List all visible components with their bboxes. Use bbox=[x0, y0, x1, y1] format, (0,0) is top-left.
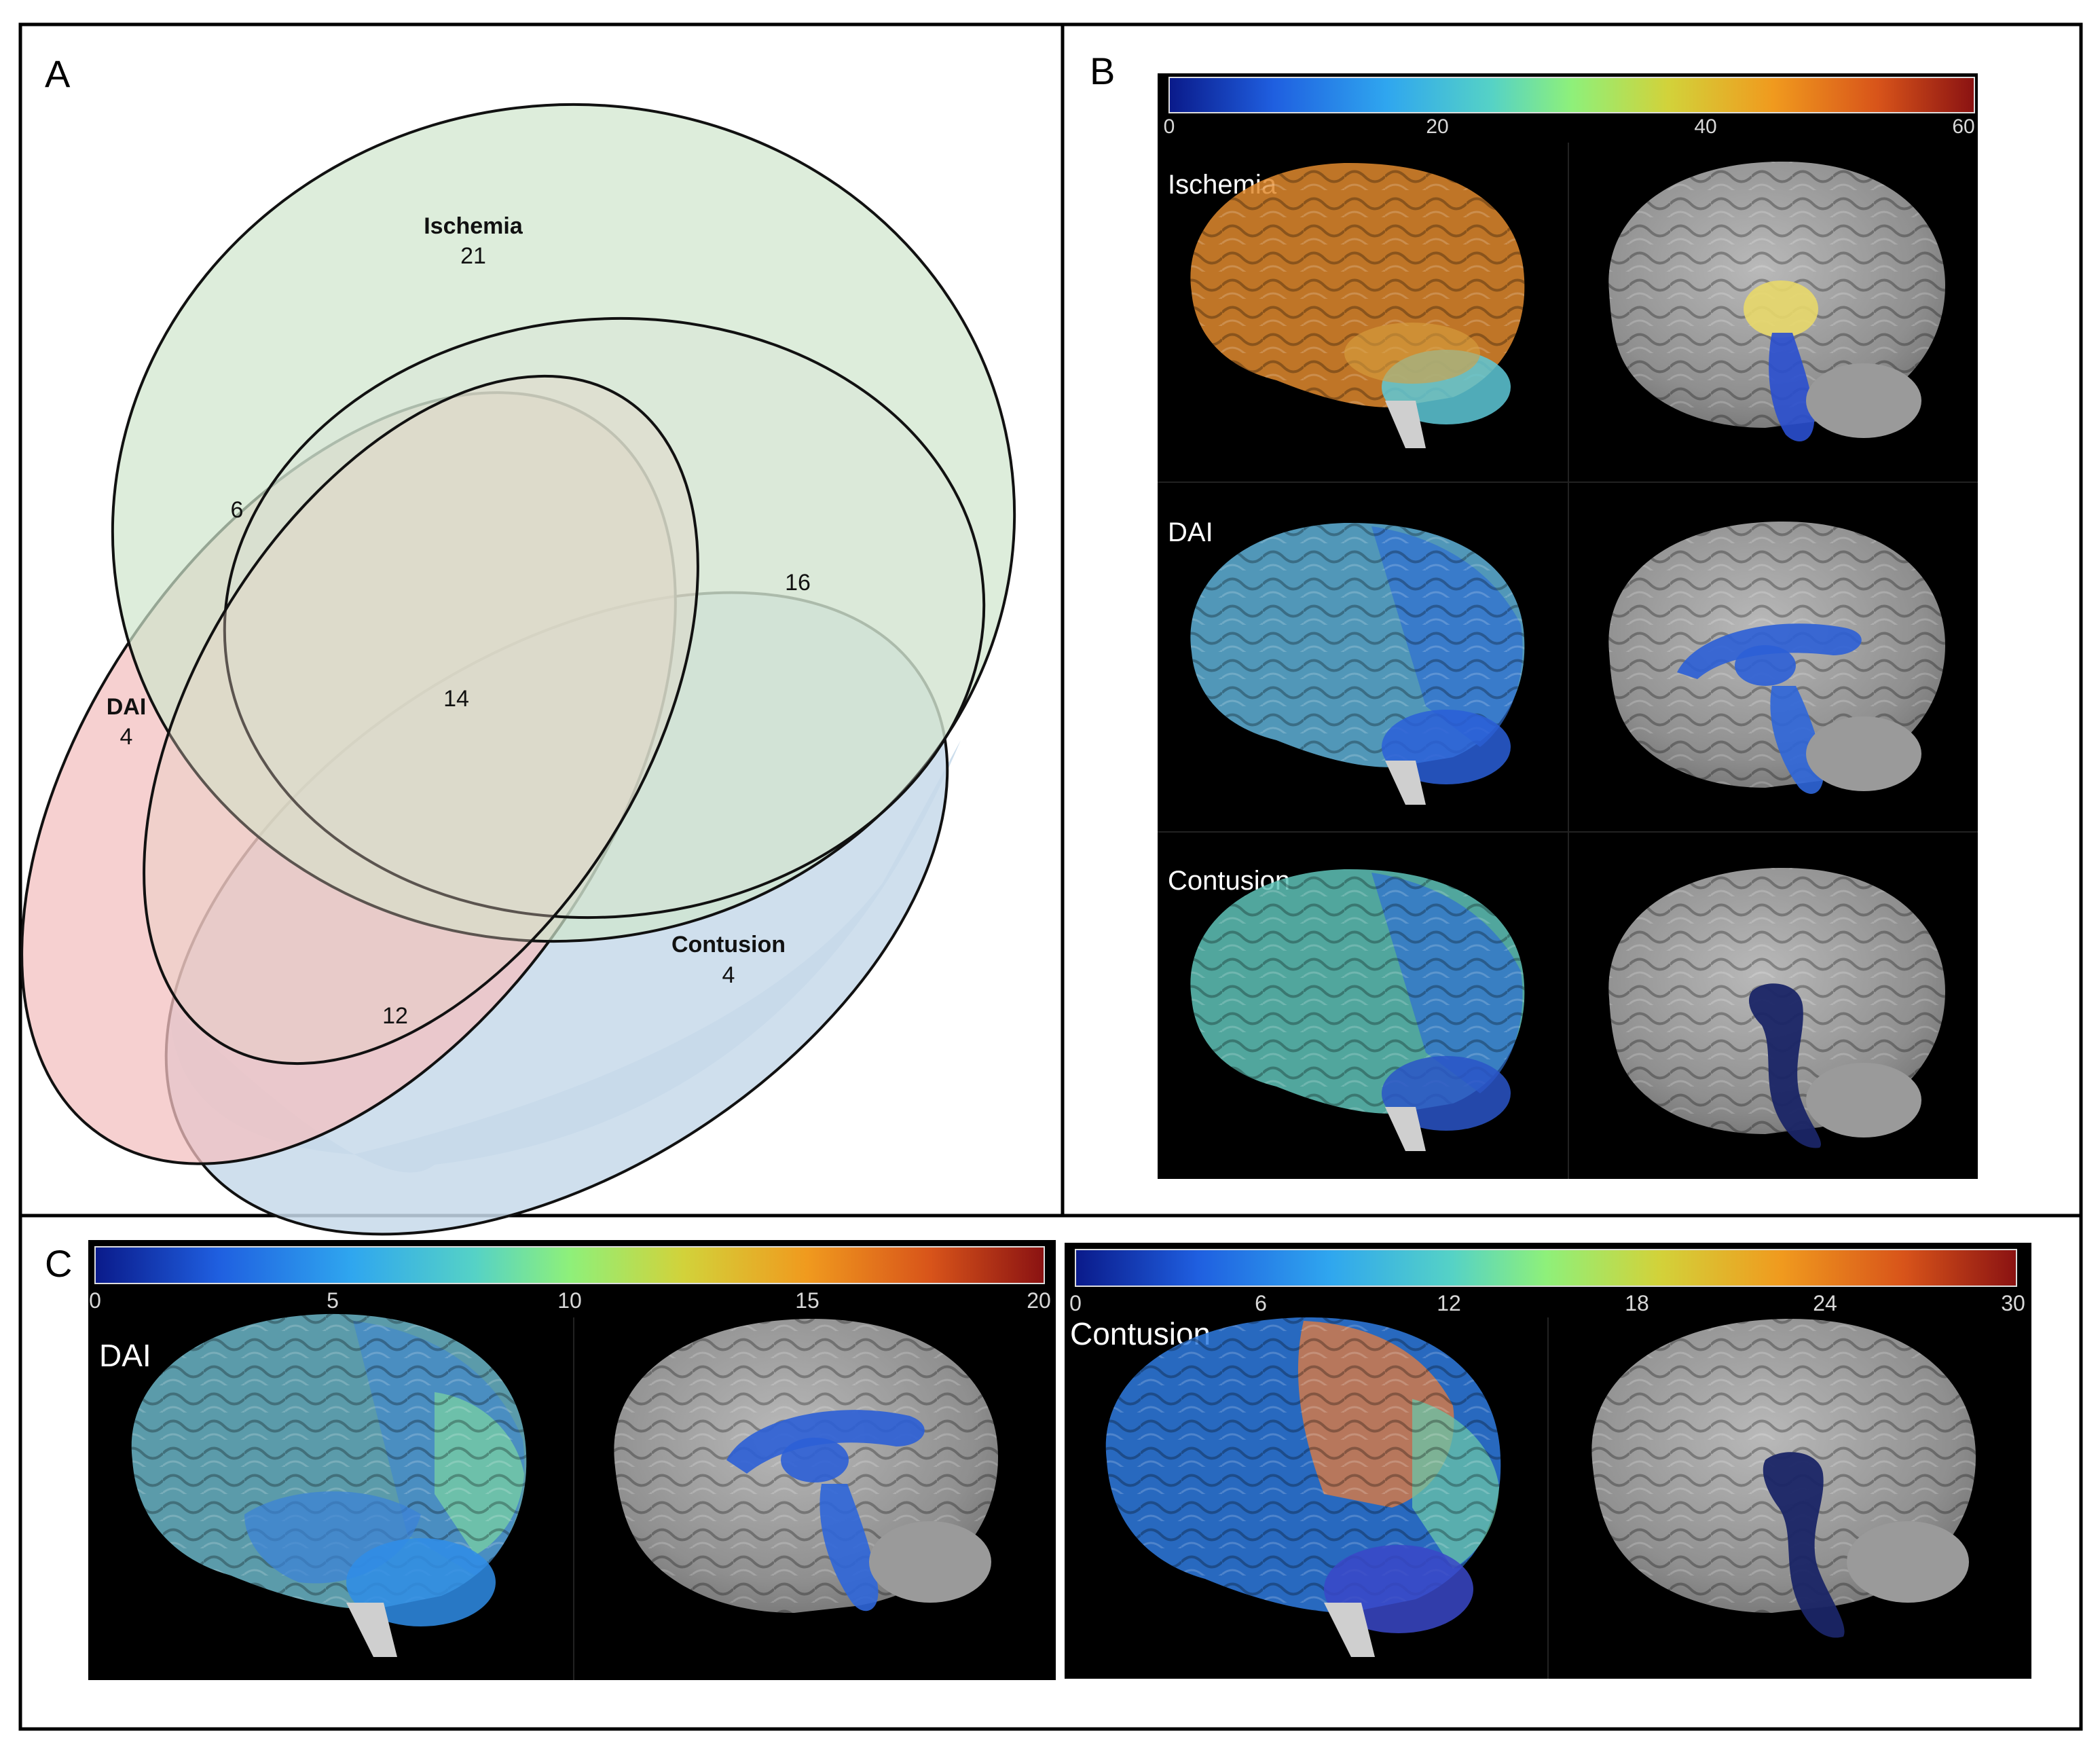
brain-medial-ischemia bbox=[1608, 161, 1945, 441]
colorbar-b-tick-0: 0 bbox=[1164, 115, 1175, 138]
panel-b-row-dai: DAI bbox=[1168, 517, 1945, 805]
panel-b-row-contusion: Contusion bbox=[1168, 866, 1945, 1151]
panel-b-grid bbox=[1158, 143, 1978, 1179]
panel-b: B 0 20 40 60 Ischemia bbox=[1090, 50, 1978, 1179]
colorbar-c-dai-tick-1: 5 bbox=[327, 1288, 339, 1313]
colorbar-c-dai-tick-3: 15 bbox=[795, 1288, 819, 1313]
brain-medial-dai bbox=[1608, 521, 1945, 794]
brain-lateral-contusion bbox=[1190, 869, 1525, 1151]
brain-medial-contusion bbox=[1608, 867, 1945, 1148]
venn-label-contusion: Contusion bbox=[671, 932, 786, 958]
venn-label-dai: DAI bbox=[107, 694, 147, 720]
venn-count-dai: 4 bbox=[120, 724, 133, 750]
panel-c-contusion: 0 6 12 18 24 30 Contusion bbox=[1065, 1243, 2031, 1679]
venn-overlap-outline bbox=[223, 316, 986, 919]
panel-a-letter: A bbox=[45, 52, 71, 95]
colorbar-c-contusion-tick-2: 12 bbox=[1437, 1291, 1461, 1315]
brain-lateral-dai bbox=[1190, 522, 1525, 805]
venn-count-ischemia-dai: 6 bbox=[231, 497, 244, 523]
colorbar-c-dai-tick-4: 20 bbox=[1027, 1288, 1051, 1313]
panel-c-dai-colorbar: 0 5 10 15 20 bbox=[89, 1246, 1051, 1313]
colorbar-c-contusion-tick-4: 24 bbox=[1813, 1291, 1837, 1315]
venn-count-contusion: 4 bbox=[722, 962, 735, 988]
colorbar-b-tick-2: 40 bbox=[1694, 115, 1716, 138]
brain-lateral-c-contusion bbox=[1105, 1317, 1501, 1657]
panel-c: C 0 5 10 15 20 DAI bbox=[45, 1240, 2031, 1680]
panel-b-row-label-dai: DAI bbox=[1168, 517, 1213, 547]
panel-b-row-ischemia: Ischemia bbox=[1168, 161, 1945, 448]
panel-c-letter: C bbox=[45, 1242, 72, 1285]
colorbar-b-tick-3: 60 bbox=[1952, 115, 1974, 138]
brain-lateral-ischemia bbox=[1190, 162, 1525, 448]
panel-c-contusion-colorbar: 0 6 12 18 24 30 bbox=[1069, 1249, 2025, 1315]
venn-count-dai-contusion: 12 bbox=[382, 1003, 408, 1029]
venn-label-ischemia: Ischemia bbox=[424, 213, 523, 239]
colorbar-c-dai-tick-2: 10 bbox=[557, 1288, 582, 1313]
venn-count-ischemia-contusion: 16 bbox=[785, 570, 811, 596]
colorbar-c-contusion-tick-3: 18 bbox=[1625, 1291, 1649, 1315]
panel-c-dai: 0 5 10 15 20 DAI bbox=[88, 1240, 1056, 1680]
brain-medial-c-dai bbox=[614, 1318, 998, 1613]
colorbar-b-tick-1: 20 bbox=[1426, 115, 1448, 138]
venn-count-all-three: 14 bbox=[443, 686, 469, 712]
venn-diagram: Ischemia 21 DAI 4 Contusion 4 6 16 14 12 bbox=[20, 103, 1016, 1236]
panel-c-dai-label: DAI bbox=[99, 1338, 151, 1373]
venn-set-ischemia bbox=[111, 103, 1016, 943]
colorbar-c-dai-tick-0: 0 bbox=[89, 1288, 101, 1313]
colorbar-c-contusion-tick-5: 30 bbox=[2001, 1291, 2025, 1315]
brain-medial-c-contusion bbox=[1591, 1318, 1976, 1638]
venn-count-ischemia: 21 bbox=[460, 243, 486, 269]
panel-a: A Ischemia 21 DAI 4 Contusion 4 6 16 14 … bbox=[20, 52, 1016, 1236]
brain-lateral-c-dai bbox=[131, 1313, 527, 1657]
colorbar-c-contusion-tick-1: 6 bbox=[1255, 1291, 1267, 1315]
colorbar-c-contusion-tick-0: 0 bbox=[1069, 1291, 1082, 1315]
panel-b-letter: B bbox=[1090, 50, 1115, 92]
venn-overlap-outline-2 bbox=[143, 374, 699, 1066]
panel-b-colorbar: 0 20 40 60 bbox=[1164, 77, 1975, 138]
